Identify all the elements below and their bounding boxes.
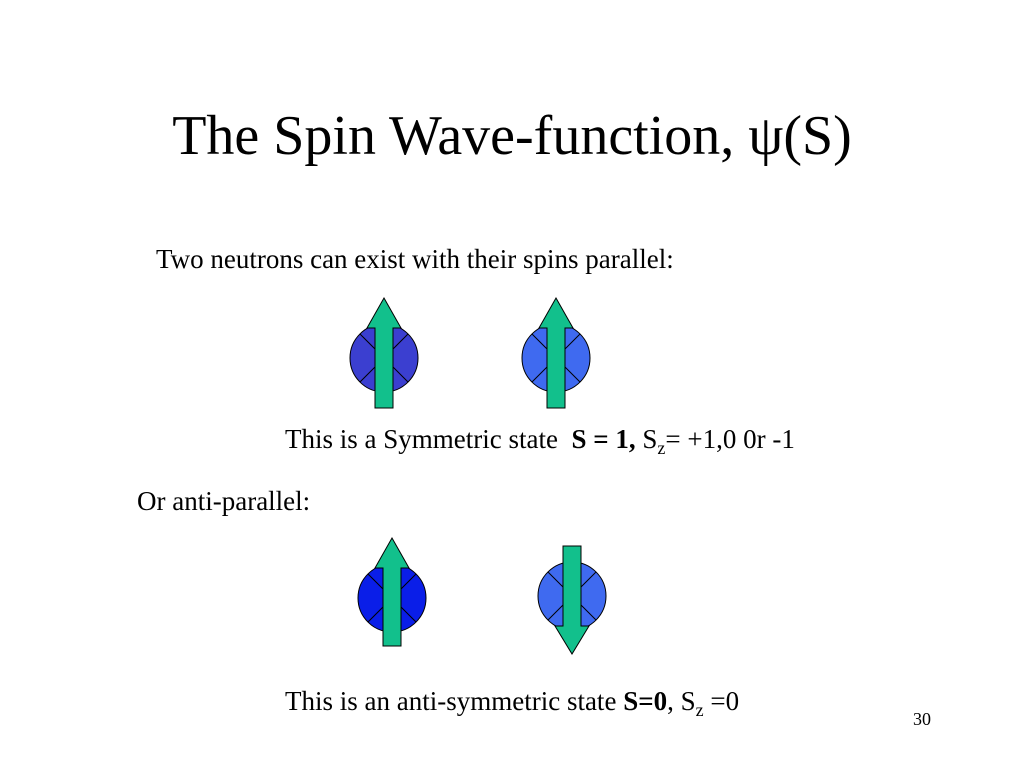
antiparallel-intro: Or anti-parallel: <box>137 486 311 516</box>
psi-symbol: ψ <box>748 105 784 167</box>
neutron-1-spin-up <box>349 296 419 409</box>
spin-up-arrow-icon <box>366 296 402 409</box>
neutron-4-spin-down <box>537 545 607 655</box>
spin-up-arrow-icon <box>538 296 574 409</box>
neutron-2-spin-up <box>521 296 591 409</box>
parallel-caption: This is a Symmetric state S = 1, Sz= +1,… <box>285 424 795 458</box>
spin-up-arrow-icon <box>374 536 410 647</box>
spin-down-arrow-icon <box>554 545 590 655</box>
neutron-3-spin-up <box>357 536 427 647</box>
slide-title: The Spin Wave-function, ψ(S) <box>0 100 1024 172</box>
parallel-intro: Two neutrons can exist with their spins … <box>156 244 674 274</box>
spin-value-s0: S=0 <box>623 686 668 716</box>
title-text: The Spin Wave-function, <box>172 105 749 167</box>
antiparallel-caption: This is an anti-symmetric state S=0, Sz … <box>285 686 740 720</box>
page-number: 30 <box>913 709 931 729</box>
spin-value-s1: S = 1, <box>571 424 636 454</box>
title-suffix: (S) <box>783 105 852 167</box>
